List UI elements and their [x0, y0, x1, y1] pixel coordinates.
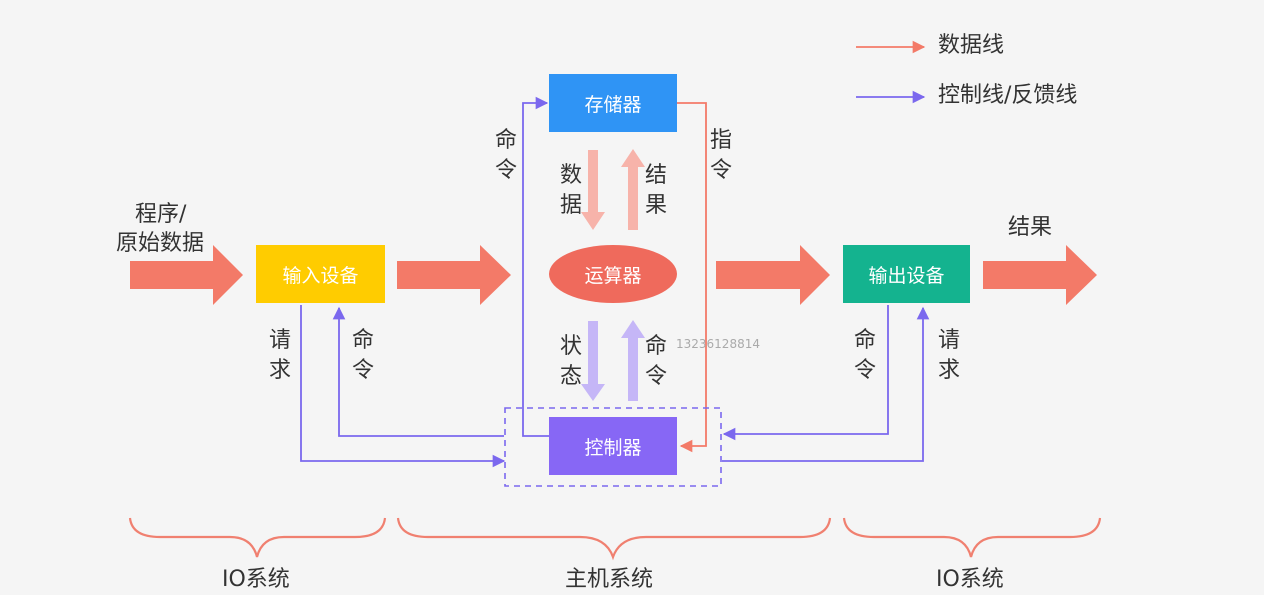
- right-io-brace: [842, 517, 1102, 558]
- memory-label: 存储器: [584, 93, 642, 116]
- result-out-label: 结果: [1008, 215, 1053, 240]
- host-to-output-arrow: [716, 245, 830, 305]
- input-command-line: [332, 306, 504, 437]
- right-io-system-label: IO系统: [936, 567, 1004, 592]
- alu-ellipse: [549, 245, 677, 303]
- alu-command-label: 命令: [644, 334, 667, 389]
- program-label: 程序/ 原始数据: [116, 201, 204, 258]
- alu-label: 运算器: [584, 264, 642, 287]
- left-io-system-label: IO系统: [222, 567, 290, 592]
- input-command-label: 命令: [351, 328, 374, 383]
- status-label: 状态: [559, 334, 582, 389]
- result-up-label: 结果: [644, 163, 667, 218]
- result-up-arrow: [621, 149, 645, 230]
- host-brace: [396, 517, 832, 561]
- output-command-label: 命令: [853, 328, 876, 383]
- instruction-label: 指令: [709, 128, 732, 183]
- input-request-line: [300, 305, 506, 468]
- output-request-line: [722, 306, 930, 462]
- legend-control-line-label: 控制线/反馈线: [938, 83, 1078, 108]
- command-up-arrow: [621, 320, 645, 401]
- output-device-box: 输出设备: [843, 245, 970, 303]
- controller-group-dashed-box: [504, 407, 722, 487]
- memory-command-line: [522, 96, 549, 437]
- memory-box: 存储器: [549, 74, 677, 132]
- input-device-box: 输入设备: [256, 245, 385, 303]
- host-system-label: 主机系统: [565, 567, 654, 592]
- watermark-text: 13236128814: [676, 337, 760, 351]
- output-command-line: [722, 305, 889, 441]
- memory-command-label: 命令: [494, 128, 517, 183]
- left-io-brace: [128, 517, 387, 558]
- alu-node: 运算器: [549, 245, 677, 303]
- input-device-label: 输入设备: [282, 264, 359, 287]
- program-label-line2: 原始数据: [116, 230, 205, 256]
- legend-data-line-label: 数据线: [938, 33, 1005, 58]
- output-device-label: 输出设备: [868, 264, 945, 287]
- status-down-arrow: [581, 321, 605, 401]
- result-output-arrow: [983, 245, 1097, 305]
- input-request-label: 请求: [268, 328, 291, 383]
- data-down-arrow: [581, 150, 605, 230]
- program-input-arrow: [130, 245, 243, 305]
- controller-box: 控制器: [549, 417, 677, 475]
- instruction-line: [677, 102, 707, 453]
- data-label: 数据: [559, 163, 582, 218]
- output-request-label: 请求: [937, 328, 960, 383]
- program-label-line1: 程序/: [135, 202, 187, 227]
- input-to-host-arrow: [397, 245, 511, 305]
- controller-label: 控制器: [584, 436, 642, 459]
